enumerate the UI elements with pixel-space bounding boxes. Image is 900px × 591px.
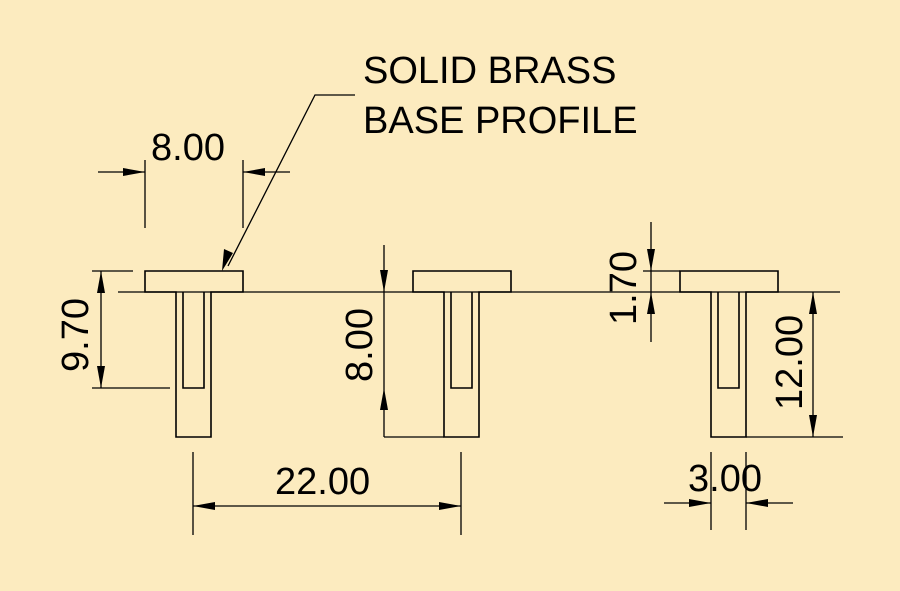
arrowhead: [97, 366, 105, 388]
dimension-flange-thickness: [643, 222, 680, 342]
profile-inner-slot: [717, 292, 740, 389]
dimension-flange-width: [98, 160, 290, 228]
arrowhead: [380, 388, 388, 410]
arrowhead: [193, 502, 215, 510]
dimension-value-flange-thickness: 1.70: [603, 251, 645, 325]
dimension-overall-depth: [746, 292, 843, 438]
arrowhead: [439, 502, 461, 510]
dimension-value-web-width: 3.00: [688, 458, 762, 500]
t-profile-left: [144, 270, 244, 438]
dimension-value-overall-depth: 12.00: [769, 315, 811, 410]
arrowhead: [123, 168, 145, 176]
profile-outline: [412, 270, 512, 438]
dimension-value-web-depth: 8.00: [339, 308, 381, 382]
profile-inner-slot: [182, 292, 205, 389]
dimension-value-flange-offset: 9.70: [55, 298, 97, 372]
dimension-spacing: [192, 452, 462, 535]
arrowhead: [647, 292, 655, 314]
dimension-flange-offset: [92, 270, 170, 389]
arrowhead: [380, 270, 388, 292]
dimension-web-depth: [380, 245, 444, 438]
leader-line: [227, 94, 355, 267]
leader-arrowhead: [222, 249, 233, 271]
dimension-value-flange-width: 8.00: [151, 127, 225, 169]
dimension-value-spacing: 22.00: [275, 461, 370, 503]
callout-label-line2: BASE PROFILE: [363, 100, 638, 142]
arrowhead: [647, 249, 655, 271]
t-profile-center: [412, 270, 512, 438]
dimension-web-width: [664, 452, 793, 530]
arrowhead: [689, 499, 711, 507]
profile-inner-slot: [450, 292, 473, 389]
arrowhead: [746, 499, 768, 507]
arrowhead: [809, 292, 817, 314]
callout-leader: [222, 94, 355, 271]
arrowhead: [243, 168, 265, 176]
arrowhead: [809, 415, 817, 437]
callout-label-line1: SOLID BRASS: [363, 50, 616, 92]
profile-outline: [144, 270, 244, 438]
arrowhead: [97, 271, 105, 293]
